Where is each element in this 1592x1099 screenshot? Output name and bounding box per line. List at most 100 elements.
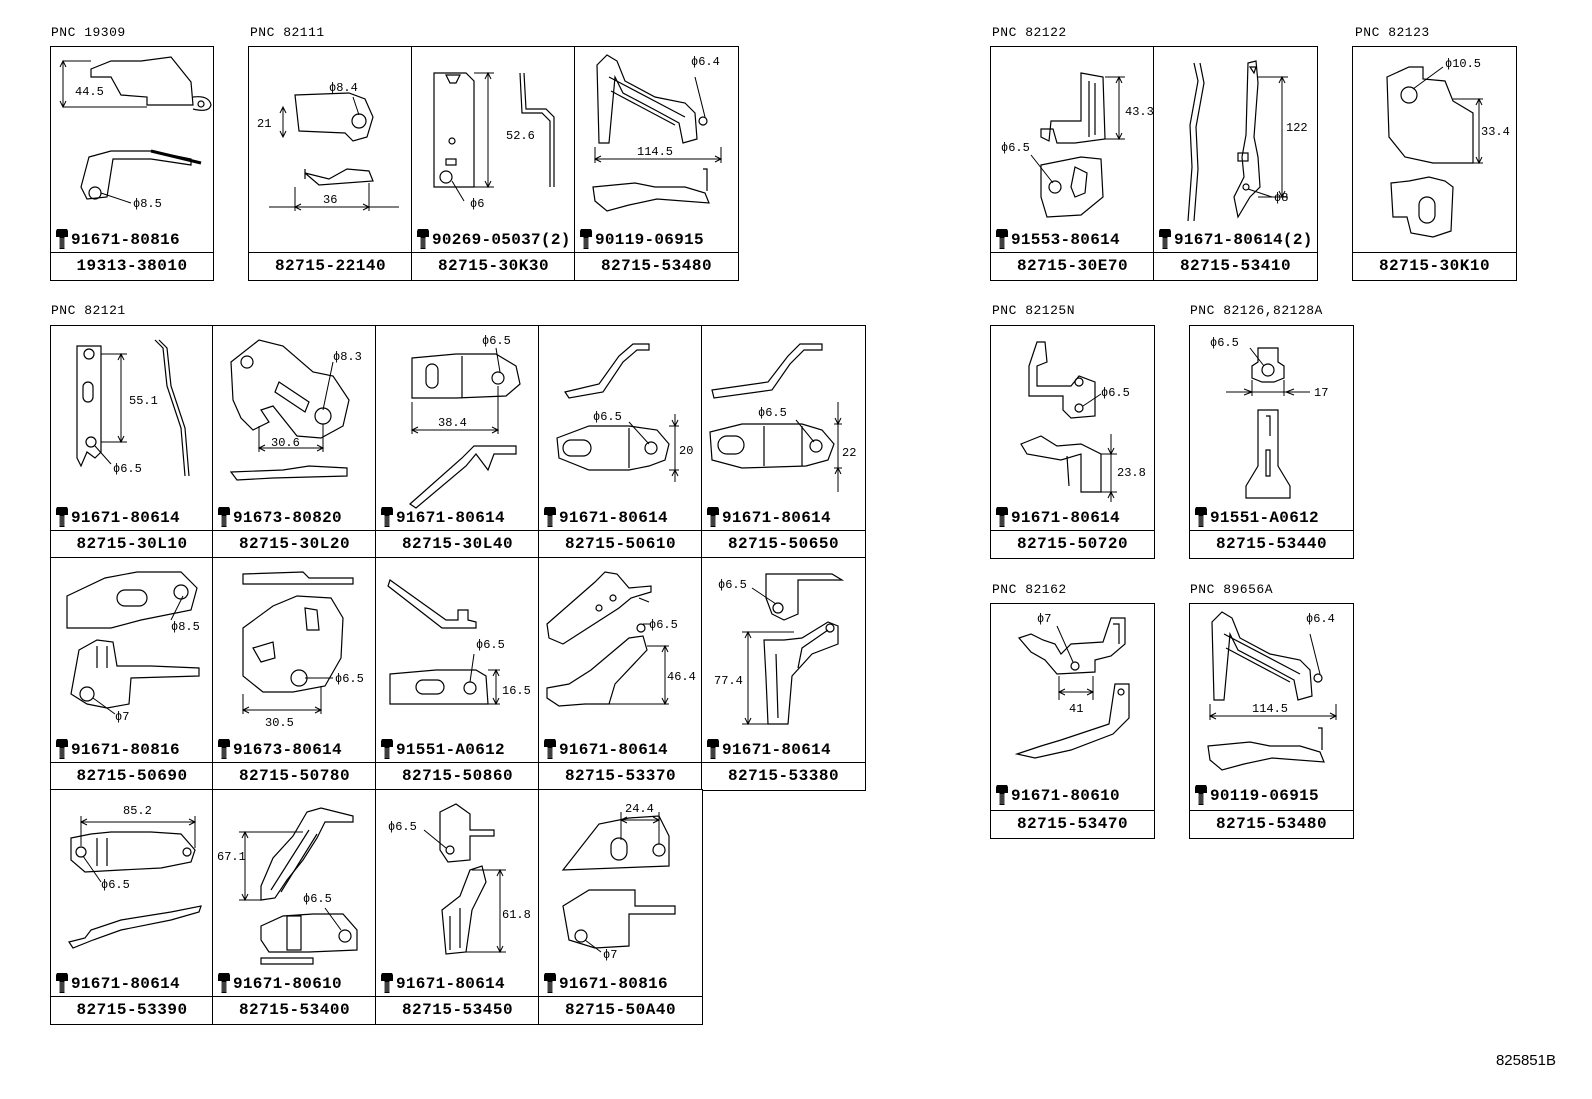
part-cell-82715-53470[interactable]: ϕ7 41 91671-80610 82715-53470 bbox=[990, 603, 1155, 839]
part-number[interactable]: 82715-53450 bbox=[376, 996, 539, 1024]
part-number[interactable]: 82715-53380 bbox=[702, 762, 865, 790]
bracket-drawing: ϕ6.5 22 bbox=[709, 343, 856, 492]
bolt-icon bbox=[579, 228, 593, 250]
bolt-icon bbox=[706, 506, 720, 528]
dim-label: ϕ6.5 bbox=[1101, 386, 1130, 400]
part-number[interactable]: 82715-50860 bbox=[376, 762, 539, 790]
part-number[interactable]: 82715-30L10 bbox=[51, 530, 213, 558]
part-cell-82715-50650[interactable]: ϕ6.5 22 91671-80614 82715-50650 bbox=[701, 325, 866, 559]
part-number[interactable]: 82715-53440 bbox=[1190, 530, 1353, 558]
part-cell-82715-53370[interactable]: ϕ6.5 46.4 91671-80614 82715-53370 bbox=[538, 557, 703, 791]
part-number[interactable]: 82715-50690 bbox=[51, 762, 213, 790]
bracket-drawing: ϕ6.5 46.4 bbox=[546, 571, 696, 707]
part-cell-82715-30L10[interactable]: 55.1 ϕ6.5 91671-80614 82715-30L10 bbox=[50, 325, 214, 559]
bolt-icon bbox=[217, 972, 231, 994]
part-cell-82715-53380[interactable]: ϕ6.5 77.4 91671-80614 82715-53380 bbox=[701, 557, 866, 791]
bracket-drawing: ϕ6.5 38.4 bbox=[409, 334, 521, 509]
pnc-label: PNC 89656A bbox=[1190, 582, 1274, 597]
part-number[interactable]: 82715-53470 bbox=[991, 810, 1154, 838]
dim-label: ϕ7 bbox=[115, 710, 129, 724]
part-number[interactable]: 82715-53480 bbox=[575, 252, 738, 280]
bolt-part-number: 91671-80816 bbox=[71, 231, 180, 249]
pnc-label: PNC 82162 bbox=[992, 582, 1067, 597]
dim-label: 85.2 bbox=[123, 804, 152, 818]
dim-label: 52.6 bbox=[506, 129, 535, 143]
pnc-label: PNC 82123 bbox=[1355, 25, 1430, 40]
part-number[interactable]: 82715-53410 bbox=[1154, 252, 1317, 280]
part-cell-82715-53410[interactable]: 122 ϕ8 91671-80614(2) 82715-53410 bbox=[1153, 46, 1318, 281]
bolt-part-number: 91671-80614 bbox=[722, 741, 831, 759]
part-number[interactable]: 82715-53480 bbox=[1190, 810, 1353, 838]
dim-label: 23.8 bbox=[1117, 466, 1146, 480]
bolt-icon bbox=[55, 972, 69, 994]
part-cell-82715-53440[interactable]: ϕ6.5 17 91551-A0612 82715-53440 bbox=[1189, 325, 1354, 559]
part-cell-82715-53400[interactable]: 67.1 ϕ6.5 91671-80610 82715-53400 bbox=[212, 789, 377, 1025]
dim-label: ϕ6.5 bbox=[101, 878, 130, 892]
bracket-drawing: 67.1 ϕ6.5 bbox=[217, 807, 358, 965]
dim-label: ϕ10.5 bbox=[1445, 57, 1481, 71]
part-cell-82715-50610[interactable]: ϕ6.5 20 91671-80614 82715-50610 bbox=[538, 325, 703, 559]
bracket-drawing: 52.6 ϕ6 bbox=[433, 71, 555, 211]
dim-label: 33.4 bbox=[1481, 125, 1510, 139]
bolt-part-number: 91553-80614 bbox=[1011, 231, 1120, 249]
bolt-part-number: 91671-80614 bbox=[396, 509, 505, 527]
part-number[interactable]: 82715-50720 bbox=[991, 530, 1154, 558]
part-number[interactable]: 82715-30E70 bbox=[991, 252, 1154, 280]
part-number[interactable]: 82715-50780 bbox=[213, 762, 376, 790]
part-number[interactable]: 82715-50610 bbox=[539, 530, 702, 558]
part-cell-82715-50A40[interactable]: 24.4 ϕ7 91671-80816 82715-50A40 bbox=[538, 789, 703, 1025]
bolt-part-number: 91671-80614 bbox=[1011, 509, 1120, 527]
bolt-part-number: 91671-80614 bbox=[559, 741, 668, 759]
part-number[interactable]: 82715-22140 bbox=[249, 252, 412, 280]
bracket-drawing: ϕ10.5 33.4 bbox=[1386, 57, 1510, 238]
part-cell-82715-50780[interactable]: ϕ6.5 30.5 91673-80614 82715-50780 bbox=[212, 557, 377, 791]
part-cell-82715-53480[interactable]: ϕ6.4 114.5 90119-06915 82715-53480 bbox=[1189, 603, 1354, 839]
part-cell-19313-38010[interactable]: 44.5 ϕ8.5 91671-80816 19313-38010 bbox=[50, 46, 214, 281]
dim-label: ϕ6.4 bbox=[691, 55, 720, 69]
part-cell-82715-30K10[interactable]: ϕ10.5 33.4 82715-30K10 bbox=[1352, 46, 1517, 281]
bolt-part-number: 91671-80610 bbox=[233, 975, 342, 993]
part-number[interactable]: 82715-30K30 bbox=[412, 252, 575, 280]
dim-label: ϕ7 bbox=[1037, 612, 1051, 626]
dim-label: ϕ6.5 bbox=[113, 462, 142, 476]
part-cell-82715-30K30[interactable]: 52.6 ϕ6 90269-05037(2) 82715-30K30 bbox=[411, 46, 576, 281]
dim-label: ϕ6.5 bbox=[335, 672, 364, 686]
part-cell-82715-53450[interactable]: ϕ6.5 61.8 91671-80614 82715-53450 bbox=[375, 789, 540, 1025]
part-cell-82715-50690[interactable]: ϕ8.5 ϕ7 91671-80816 82715-50690 bbox=[50, 557, 214, 791]
part-cell-82715-53390[interactable]: 85.2 ϕ6.5 91671-80614 82715-53390 bbox=[50, 789, 214, 1025]
dim-label: 16.5 bbox=[502, 684, 531, 698]
bracket-drawing: ϕ6.5 20 bbox=[556, 343, 693, 482]
part-cell-82715-53480[interactable]: ϕ6.4 114.5 90119-06915 82715-53480 bbox=[574, 46, 739, 281]
part-number[interactable]: 82715-30L20 bbox=[213, 530, 376, 558]
bolt-icon bbox=[380, 972, 394, 994]
dim-label: ϕ6.5 bbox=[388, 820, 417, 834]
bolt-icon bbox=[1158, 228, 1172, 250]
bracket-drawing: 122 ϕ8 bbox=[1187, 60, 1308, 222]
part-cell-82715-50720[interactable]: ϕ6.5 23.8 91671-80614 82715-50720 bbox=[990, 325, 1155, 559]
bracket-drawing: ϕ6.5 16.5 bbox=[387, 579, 531, 706]
part-number[interactable]: 82715-53390 bbox=[51, 996, 213, 1024]
part-number[interactable]: 82715-53370 bbox=[539, 762, 702, 790]
part-number[interactable]: 19313-38010 bbox=[51, 252, 213, 280]
part-cell-82715-22140[interactable]: ϕ8.4 21 36 82715-22140 bbox=[248, 46, 413, 281]
part-cell-82715-50860[interactable]: ϕ6.5 16.5 91551-A0612 82715-50860 bbox=[375, 557, 540, 791]
bolt-icon bbox=[543, 506, 557, 528]
part-number[interactable]: 82715-30L40 bbox=[376, 530, 539, 558]
bolt-part-number: 91673-80614 bbox=[233, 741, 342, 759]
part-number[interactable]: 82715-30K10 bbox=[1353, 252, 1516, 280]
part-cell-82715-30L40[interactable]: ϕ6.5 38.4 91671-80614 82715-30L40 bbox=[375, 325, 540, 559]
dim-label: ϕ6.5 bbox=[1001, 141, 1030, 155]
dim-label: ϕ8.3 bbox=[333, 350, 362, 364]
bolt-icon bbox=[543, 972, 557, 994]
part-cell-82715-30L20[interactable]: ϕ8.3 30.6 91673-80820 82715-30L20 bbox=[212, 325, 377, 559]
bolt-icon bbox=[55, 738, 69, 760]
part-cell-82715-30E70[interactable]: 43.3 ϕ6.5 91553-80614 82715-30E70 bbox=[990, 46, 1155, 281]
part-number[interactable]: 82715-50A40 bbox=[539, 996, 702, 1024]
bolt-part-number: 91671-80614 bbox=[722, 509, 831, 527]
bolt-part-number: 91671-80610 bbox=[1011, 787, 1120, 805]
part-number[interactable]: 82715-53400 bbox=[213, 996, 376, 1024]
bolt-icon bbox=[995, 506, 1009, 528]
bolt-part-number: 90119-06915 bbox=[1210, 787, 1319, 805]
bolt-icon bbox=[380, 738, 394, 760]
part-number[interactable]: 82715-50650 bbox=[702, 530, 865, 558]
